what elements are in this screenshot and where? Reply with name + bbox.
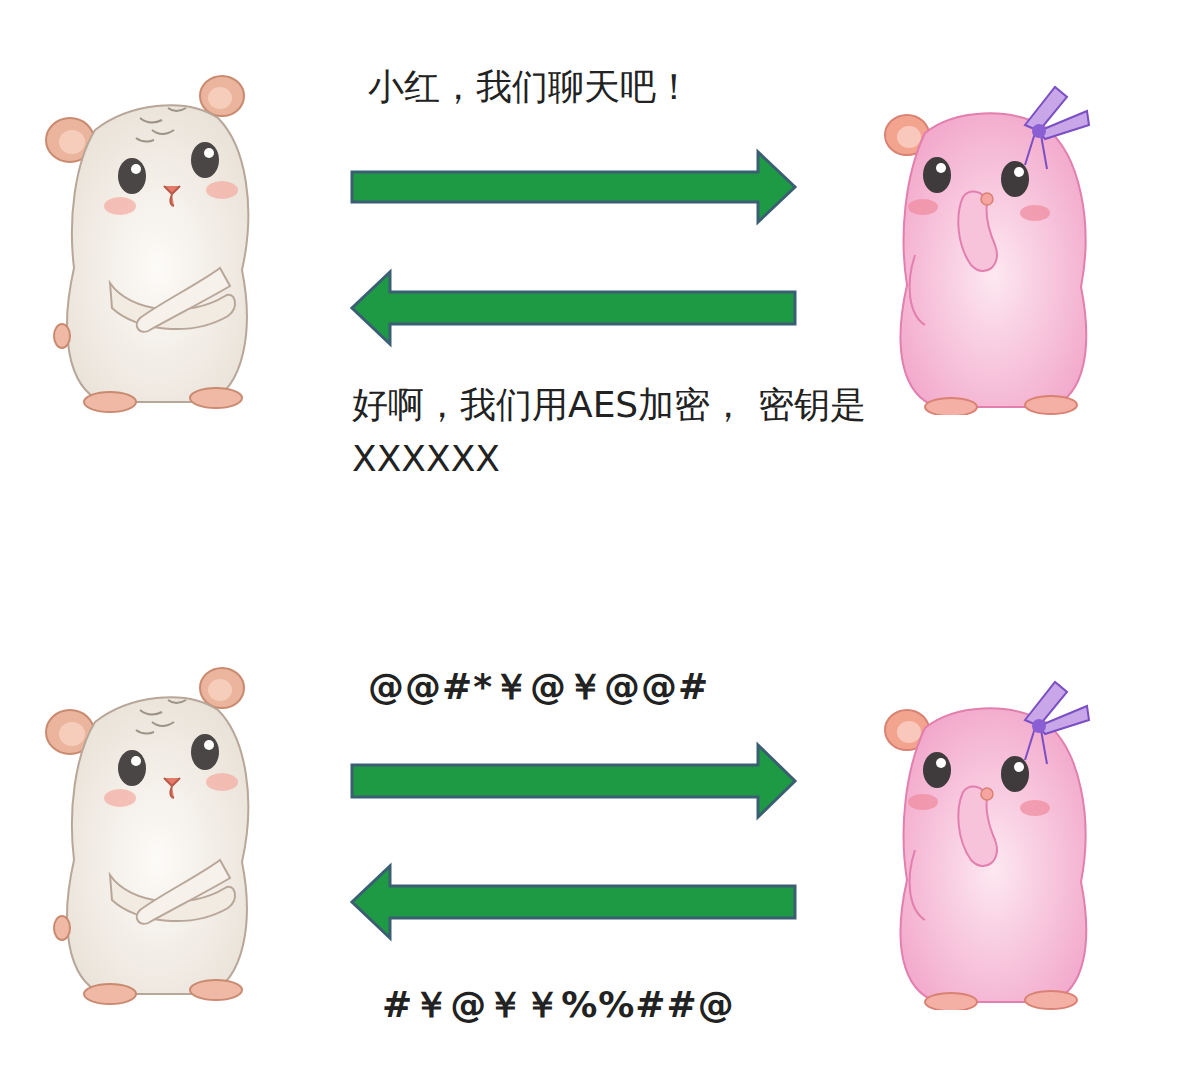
- message-text: 好啊，我们用AES加密， 密钥是 XXXXXX: [352, 378, 872, 486]
- right-arrow: [352, 745, 795, 817]
- right-arrow: [352, 152, 795, 222]
- pink-hamster: [885, 87, 1089, 416]
- white-hamster: [46, 668, 248, 1004]
- message-text: 小红，我们聊天吧！: [368, 60, 828, 114]
- left-arrow: [352, 866, 795, 938]
- white-hamster: [46, 76, 248, 412]
- cipher-text: #￥@￥￥%%##@: [382, 978, 842, 1032]
- pink-hamster: [885, 682, 1089, 1011]
- left-arrow: [352, 272, 795, 344]
- cipher-text: @@#*￥@￥@@#: [368, 660, 828, 714]
